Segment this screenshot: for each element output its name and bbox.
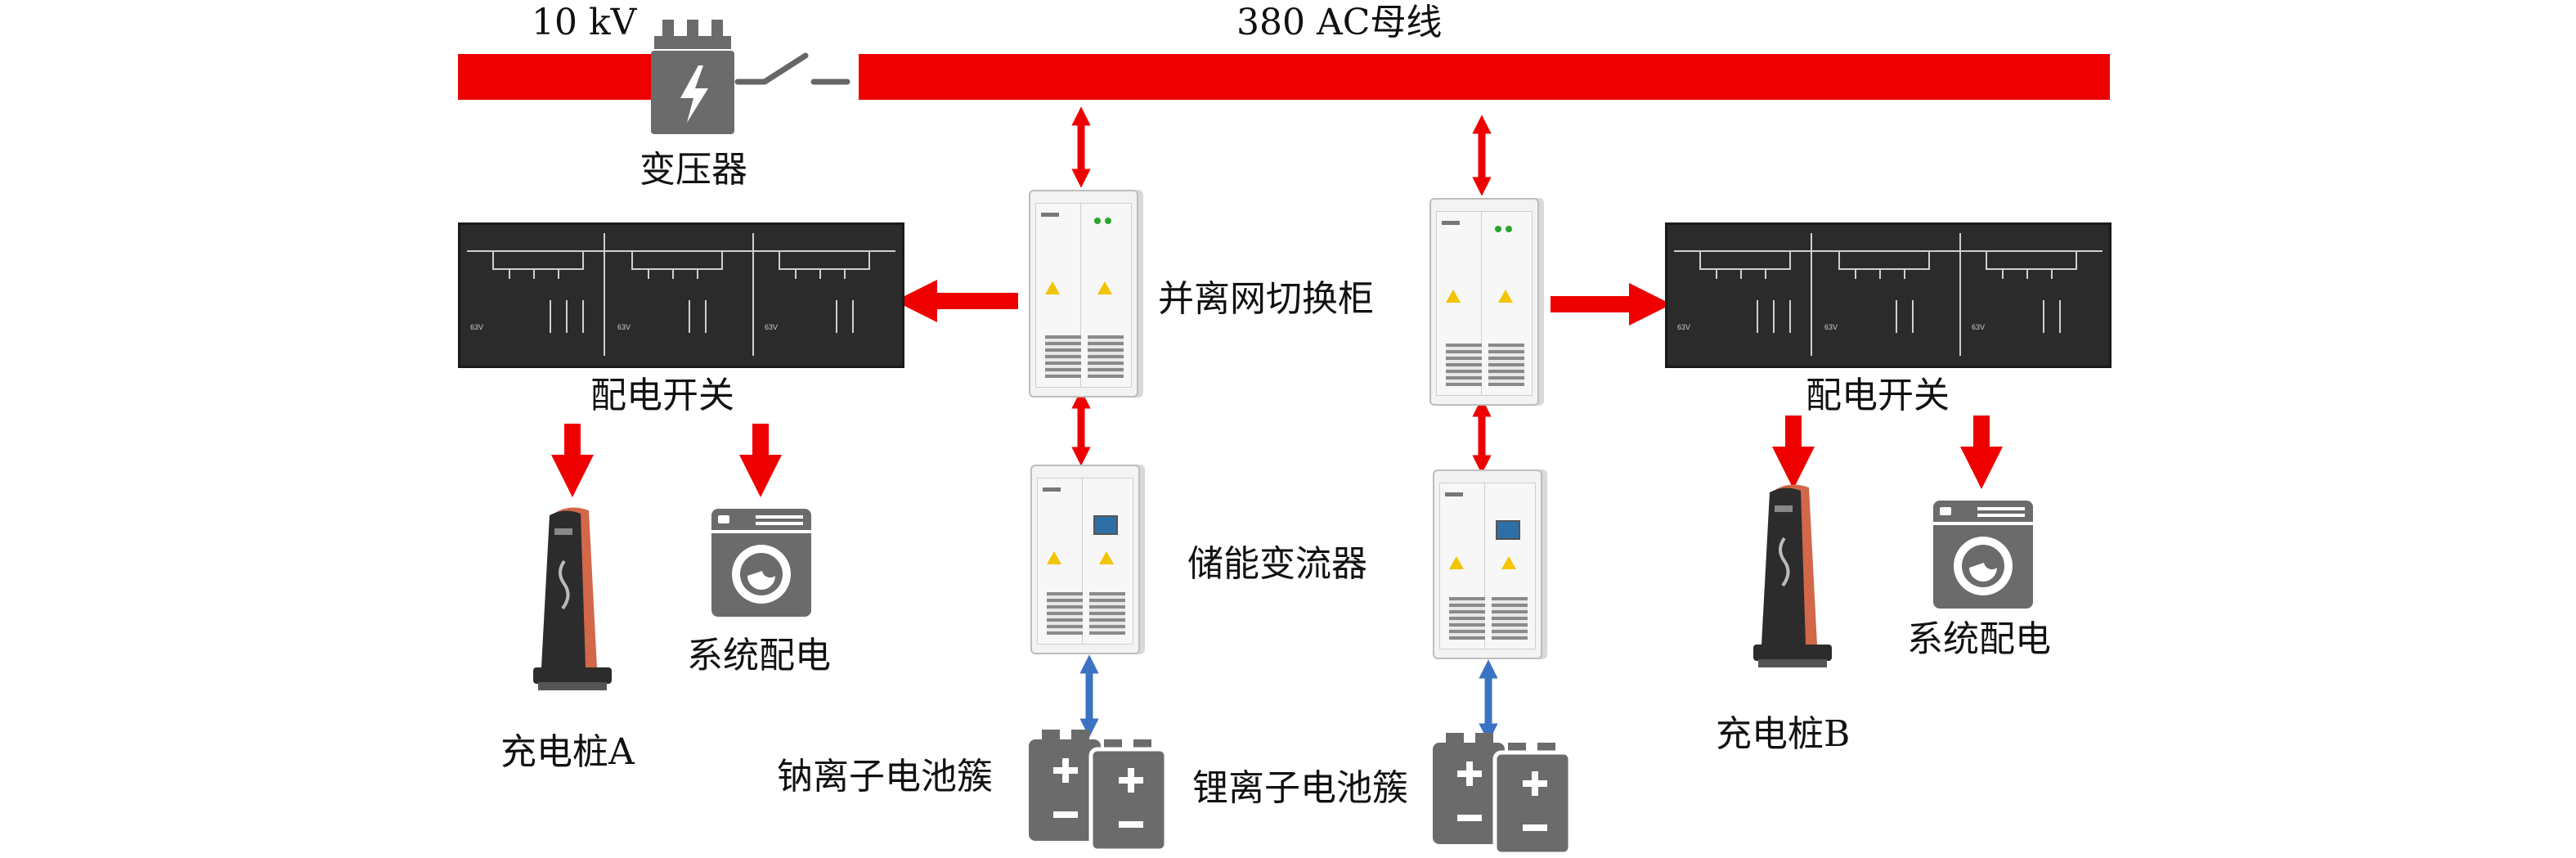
- distribution-panel-left: 63V 63V 63V: [458, 222, 904, 368]
- label-sodium-battery: 钠离子电池簇: [777, 756, 993, 797]
- label-system-dist-right: 系统配电: [1907, 618, 2051, 660]
- panel-schematic: 63V 63V 63V: [1674, 233, 2103, 356]
- battery-icon: [1433, 733, 1572, 854]
- svg-text:63V: 63V: [765, 323, 778, 331]
- label-switch-cabinet: 并离网切换柜: [1158, 278, 1374, 320]
- svg-text:63V: 63V: [1972, 323, 1985, 331]
- bus-10kv: [458, 54, 654, 100]
- svg-text:63V: 63V: [470, 323, 483, 331]
- ev-charger-icon: [1752, 481, 1842, 674]
- label-charger-a: 充电桩A: [500, 731, 635, 773]
- panel-schematic: 63V 63V 63V: [467, 233, 895, 356]
- grid-switch-cabinet-right: [1429, 198, 1539, 406]
- pcs-cabinet-left: [1030, 465, 1140, 654]
- label-pcs: 储能变流器: [1187, 543, 1367, 585]
- pcs-cabinet-right: [1433, 469, 1542, 659]
- label-380-bus: 380 AC母线: [1236, 2, 1443, 43]
- label-10kv: 10 kV: [532, 2, 637, 43]
- label-lithium-battery: 锂离子电池簇: [1192, 767, 1408, 809]
- battery-icon: [1029, 730, 1168, 851]
- label-charger-b: 充电桩B: [1716, 713, 1851, 755]
- svg-text:63V: 63V: [1824, 323, 1838, 331]
- distribution-panel-right: 63V 63V 63V: [1665, 222, 2112, 368]
- label-distribution-right: 配电开关: [1806, 375, 1950, 416]
- label-distribution-left: 配电开关: [590, 375, 734, 416]
- ev-charger-icon: [532, 504, 622, 697]
- bus-380ac: [859, 54, 2110, 100]
- lightning-bolt-icon: [651, 20, 734, 134]
- washing-machine-icon: [1933, 501, 2033, 609]
- grid-switch-cabinet-left: [1029, 190, 1138, 398]
- washing-machine-icon: [711, 509, 811, 617]
- transformer: [651, 20, 734, 134]
- breaker-switch-symbol: [734, 52, 850, 85]
- label-transformer: 变压器: [640, 149, 747, 191]
- label-system-dist-left: 系统配电: [687, 635, 831, 676]
- svg-text:63V: 63V: [1677, 323, 1690, 331]
- svg-text:63V: 63V: [617, 323, 631, 331]
